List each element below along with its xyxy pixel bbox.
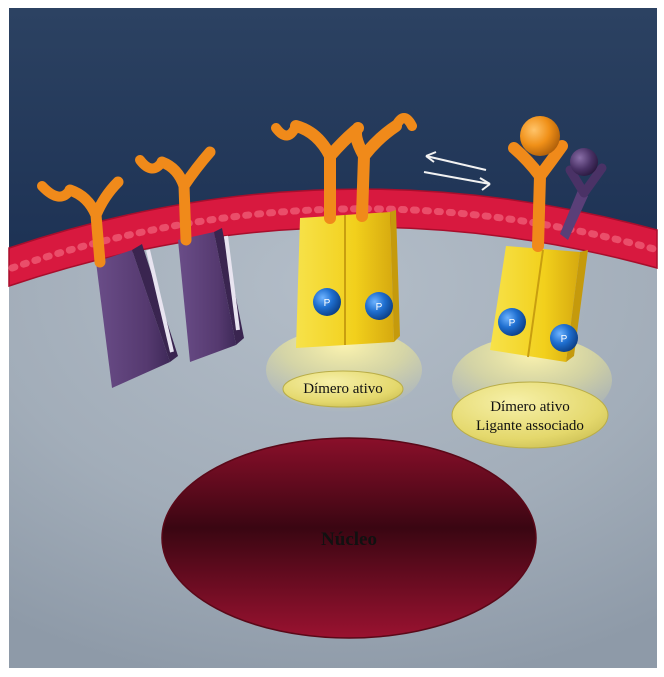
phosphate-label: P [324,298,331,309]
phosphate-label: P [376,302,383,313]
bound-dimer-label-pill [452,382,608,448]
ligand-orange [520,116,560,156]
phosphate-label: P [561,334,568,345]
phosphate-label: P [509,318,516,329]
phosphate-group: P [498,308,526,336]
ligand-dark [570,148,598,176]
phosphate-group: P [550,324,578,352]
active-dimer-label-pill [283,371,403,407]
phosphate-group: P [365,292,393,320]
phosphate-group: P [313,288,341,316]
nucleus [162,438,536,638]
